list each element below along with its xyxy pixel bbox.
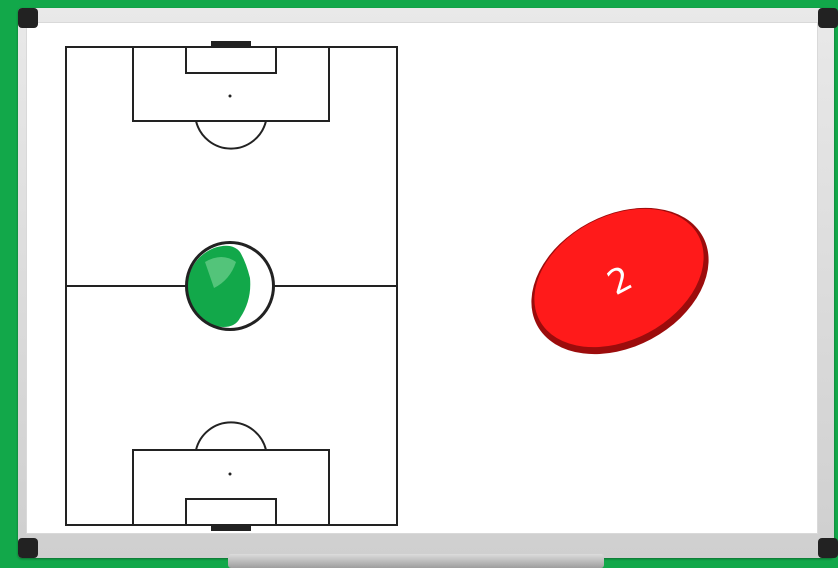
bottom-penalty-arc [196, 422, 266, 450]
top-goal-area [186, 47, 276, 73]
top-goal [212, 42, 250, 47]
top-penalty-box [133, 47, 329, 121]
bottom-penalty-box [133, 450, 329, 525]
bottom-goal-area [186, 499, 276, 525]
top-penalty-arc [196, 121, 266, 149]
top-penalty-spot [229, 95, 232, 98]
center-ball-icon[interactable] [187, 243, 273, 329]
bottom-penalty-spot [229, 473, 232, 476]
player-token[interactable] [506, 179, 734, 384]
bottom-goal [212, 525, 250, 530]
